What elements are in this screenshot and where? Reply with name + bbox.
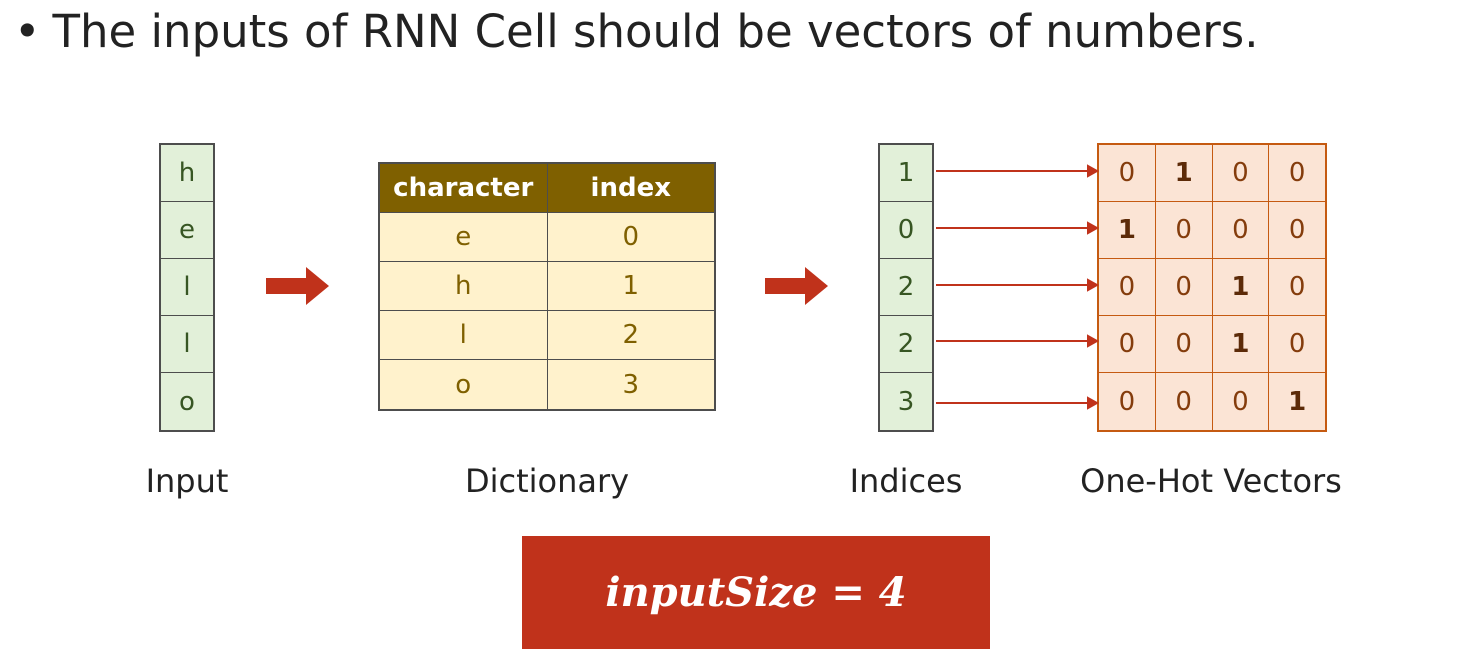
onehot-cell: 0 (1213, 202, 1270, 258)
dictionary-character-cell: l (380, 311, 548, 359)
onehot-cell: 0 (1156, 202, 1213, 258)
onehot-row: 0 0 0 1 (1099, 373, 1325, 430)
dictionary-header-row: character index (380, 164, 714, 213)
input-char-cell: e (161, 202, 213, 259)
onehot-cell: 0 (1099, 316, 1156, 372)
onehot-cell: 0 (1213, 145, 1270, 201)
dictionary-character-cell: o (380, 360, 548, 409)
dictionary-row: e 0 (380, 213, 714, 262)
onehot-cell: 0 (1288, 215, 1306, 245)
dictionary-header-index: index (590, 173, 671, 203)
onehot-cell: 1 (1213, 259, 1270, 315)
input-column: h e l l o (159, 143, 215, 432)
onehot-cell: 0 (1156, 373, 1213, 430)
block-arrow-input-to-dictionary (266, 267, 329, 305)
bullet-text: •The inputs of RNN Cell should be vector… (14, 2, 1259, 62)
index-arrow-head (1087, 278, 1100, 292)
indices-label: Indices (849, 462, 963, 500)
index-value-cell: 1 (880, 145, 932, 202)
indices-column: 1 0 2 2 3 (878, 143, 934, 432)
index-value-cell: 2 (880, 316, 932, 373)
onehot-row: 0 1 0 0 (1099, 145, 1325, 202)
onehot-cell: 1 (1288, 386, 1307, 417)
input-char-cell: l (161, 259, 213, 316)
index-arrow-head (1087, 221, 1100, 235)
onehot-cell: 1 (1099, 202, 1156, 258)
onehot-cell: 0 (1288, 158, 1306, 188)
dictionary-index-cell: 2 (622, 320, 640, 350)
bullet-symbol: • (14, 5, 41, 58)
index-value-cell: 0 (880, 202, 932, 259)
input-char-cell: h (161, 145, 213, 202)
onehot-cell: 1 (1156, 145, 1213, 201)
onehot-cell: 0 (1213, 373, 1270, 430)
index-arrow-head (1087, 396, 1100, 410)
input-size-box: inputSize = 4 (522, 536, 990, 649)
input-char-cell: o (161, 373, 213, 430)
onehot-row: 0 0 1 0 (1099, 316, 1325, 373)
input-label: Input (145, 462, 229, 500)
dictionary-row: h 1 (380, 262, 714, 311)
onehot-row: 0 0 1 0 (1099, 259, 1325, 316)
onehot-cell: 0 (1288, 272, 1306, 302)
onehot-cell: 0 (1156, 259, 1213, 315)
index-value-cell: 3 (880, 373, 932, 430)
dictionary-index-cell: 3 (622, 369, 640, 400)
dictionary-index-cell: 1 (622, 271, 640, 301)
onehot-cell: 0 (1099, 145, 1156, 201)
dictionary-character-cell: e (380, 213, 548, 261)
block-arrow-dictionary-to-indices (765, 267, 828, 305)
dictionary-row: o 3 (380, 360, 714, 409)
dictionary-header-character: character (380, 164, 548, 212)
dictionary-row: l 2 (380, 311, 714, 360)
onehot-cell: 0 (1099, 373, 1156, 430)
onehot-cell: 1 (1213, 316, 1270, 372)
index-arrow-head (1087, 334, 1100, 348)
onehot-grid: 0 1 0 0 1 0 0 0 0 0 1 0 0 0 1 0 0 0 0 1 (1097, 143, 1327, 432)
dictionary-label: Dictionary (464, 462, 630, 500)
input-size-formula: inputSize = 4 (605, 569, 907, 616)
input-char-cell: l (161, 316, 213, 373)
onehot-cell: 0 (1099, 259, 1156, 315)
bullet-sentence: The inputs of RNN Cell should be vectors… (52, 5, 1259, 58)
index-value-cell: 2 (880, 259, 932, 316)
dictionary-table: character index e 0 h 1 l 2 o 3 (378, 162, 716, 411)
dictionary-index-cell: 0 (622, 222, 640, 252)
dictionary-character-cell: h (380, 262, 548, 310)
index-arrow-head (1087, 164, 1100, 178)
onehot-cell: 0 (1288, 329, 1306, 359)
onehot-label: One-Hot Vectors (1080, 462, 1342, 500)
onehot-cell: 0 (1156, 316, 1213, 372)
onehot-row: 1 0 0 0 (1099, 202, 1325, 259)
